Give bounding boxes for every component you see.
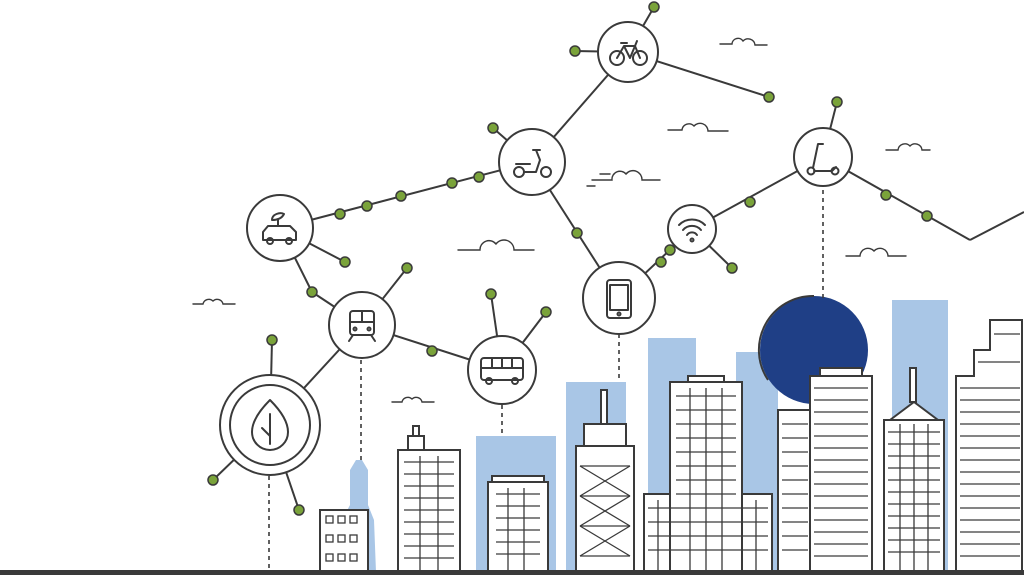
electric-car-node	[246, 194, 314, 262]
building-spire-tower	[883, 367, 945, 573]
train-node	[328, 291, 396, 359]
building-low-office	[487, 475, 549, 573]
bicycle-icon	[609, 40, 648, 66]
kick-scooter-node	[793, 127, 853, 187]
leaf-icon	[251, 399, 289, 451]
kick-scooter-icon	[806, 143, 840, 176]
wifi-icon	[678, 218, 706, 243]
building-small-block	[319, 509, 369, 573]
building-stepped-tower	[955, 319, 1023, 573]
connector-dots	[207, 1, 933, 516]
building-grid-office	[643, 375, 773, 573]
smartphone-icon	[606, 279, 632, 319]
building-braced-tower	[575, 389, 635, 573]
leaf-node	[219, 374, 321, 476]
motor-scooter-node	[498, 128, 566, 196]
electric-car-icon	[262, 212, 297, 245]
dashed-drop-lines	[268, 190, 824, 572]
bicycle-node	[597, 21, 659, 83]
foreground-buildings	[319, 319, 1023, 573]
ground-line	[0, 570, 1024, 575]
bus-node	[467, 335, 537, 405]
sun-globe-outline	[757, 294, 815, 381]
building-twin-towers	[777, 367, 873, 573]
train-icon	[348, 310, 376, 342]
smartphone-node	[582, 261, 656, 335]
motor-scooter-icon	[513, 149, 552, 178]
wifi-node	[667, 204, 717, 254]
building-antenna-tower	[397, 425, 461, 573]
bus-icon	[480, 357, 524, 385]
clouds	[192, 37, 931, 403]
